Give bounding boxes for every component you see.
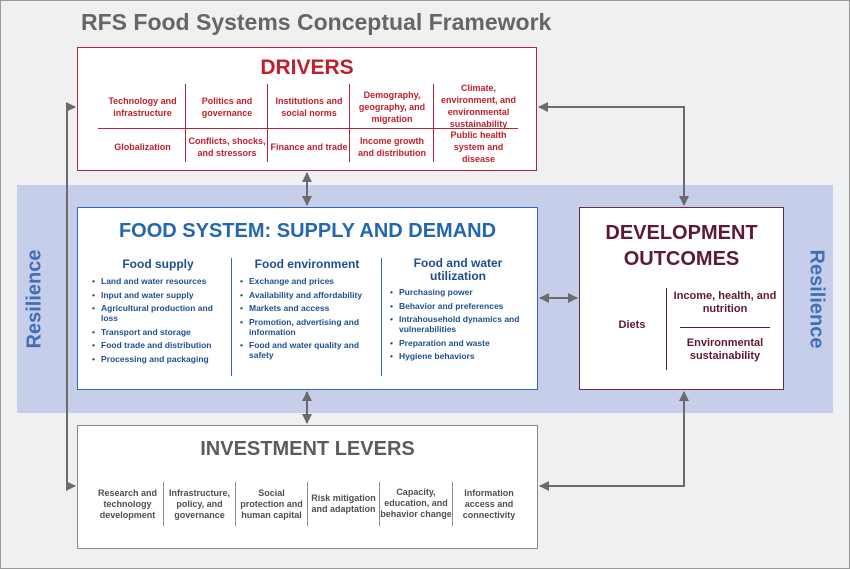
food-environment-list: Exchange and prices Availability and aff… xyxy=(240,276,378,364)
driver-item: Technology and infrastructure xyxy=(108,96,177,118)
driver-item: Climate, environment, and environmental … xyxy=(440,83,516,129)
column-heading-food-environment: Food environment xyxy=(254,257,360,271)
driver-item: Politics and governance xyxy=(201,96,253,118)
levers-divider xyxy=(379,482,380,526)
list-item: Hygiene behaviors xyxy=(390,352,530,362)
lever-item: Infrastructure, policy, and governance xyxy=(168,487,230,520)
levers-divider xyxy=(452,482,453,526)
list-item: Transport and storage xyxy=(92,327,228,338)
drivers-divider xyxy=(433,84,434,162)
list-item: Purchasing power xyxy=(390,287,530,298)
outcome-income-health-nutrition: Income, health, and nutrition xyxy=(673,290,777,315)
list-item: Land and water resources xyxy=(92,276,228,287)
lever-item: Risk mitigation and adaptation xyxy=(311,493,376,514)
driver-item: Public health system and disease xyxy=(450,130,507,164)
driver-item: Finance and trade xyxy=(270,142,348,152)
column-heading-food-utilization: Food and water utilization xyxy=(413,256,503,283)
investment-levers-title: INVESTMENT LEVERS xyxy=(200,438,415,460)
arrow-drivers-levers xyxy=(66,102,76,491)
food-system-box: FOOD SYSTEM: SUPPLY AND DEMAND Food supp… xyxy=(77,207,538,390)
drivers-divider xyxy=(267,84,268,162)
levers-divider xyxy=(163,482,164,526)
food-supply-list: Land and water resources Input and water… xyxy=(92,276,228,369)
development-outcomes-box: DEVELOPMENT OUTCOMES Diets Income, healt… xyxy=(579,207,784,390)
levers-divider xyxy=(307,482,308,526)
list-item: Promotion, advertising and information xyxy=(240,317,378,337)
list-item: Preparation and waste xyxy=(390,338,530,349)
list-item: Markets and access xyxy=(240,304,378,314)
drivers-divider xyxy=(185,84,186,162)
column-heading-food-supply: Food supply xyxy=(122,257,194,271)
diagram-title: RFS Food Systems Conceptual Framework xyxy=(81,9,552,35)
driver-item: Institutions and social norms xyxy=(275,96,343,118)
food-system-divider xyxy=(381,258,382,376)
lever-item: Capacity, education, and behavior change xyxy=(380,486,452,519)
driver-item: Conflicts, shocks, and stressors xyxy=(188,136,266,158)
food-system-title: FOOD SYSTEM: SUPPLY AND DEMAND xyxy=(118,220,497,242)
drivers-row-divider xyxy=(98,128,518,129)
arrow-drivers-outcomes xyxy=(538,102,689,206)
list-item: Availability and affordability xyxy=(240,290,378,301)
outcome-diets: Diets xyxy=(618,319,646,331)
food-utilization-list: Purchasing power Behavior and preference… xyxy=(390,287,530,366)
investment-levers-box: INVESTMENT LEVERS Research and technolog… xyxy=(77,425,538,549)
food-system-divider xyxy=(231,258,232,376)
list-item: Food and water quality and safety xyxy=(240,341,378,360)
driver-item: Demography, geography, and migration xyxy=(358,90,426,124)
list-item: Intrahousehold dynamics and vulnerabilit… xyxy=(390,315,530,334)
drivers-box: DRIVERS Technology and infrastructure Po… xyxy=(77,47,537,171)
levers-divider xyxy=(235,482,236,526)
driver-item: Income growth and distribution xyxy=(358,136,426,158)
driver-item: Globalization xyxy=(114,142,171,152)
outcome-environmental-sustainability: Environmental sustainability xyxy=(686,337,764,362)
drivers-divider xyxy=(349,84,350,162)
list-item: Food trade and distribution xyxy=(92,341,228,351)
lever-item: Research and technology development xyxy=(97,487,158,520)
outcomes-row-divider xyxy=(680,327,770,328)
list-item: Input and water supply xyxy=(92,290,228,301)
list-item: Behavior and preferences xyxy=(390,301,530,312)
lever-item: Information access and connectivity xyxy=(462,487,516,520)
list-item: Processing and packaging xyxy=(92,354,228,365)
development-outcomes-title: DEVELOPMENT OUTCOMES xyxy=(605,222,758,270)
arrow-levers-outcomes xyxy=(539,391,689,491)
outcomes-divider xyxy=(666,288,667,370)
list-item: Exchange and prices xyxy=(240,276,378,287)
drivers-title: DRIVERS xyxy=(260,56,354,79)
lever-item: Social protection and human capital xyxy=(240,487,303,520)
list-item: Agricultural production and loss xyxy=(92,304,228,323)
